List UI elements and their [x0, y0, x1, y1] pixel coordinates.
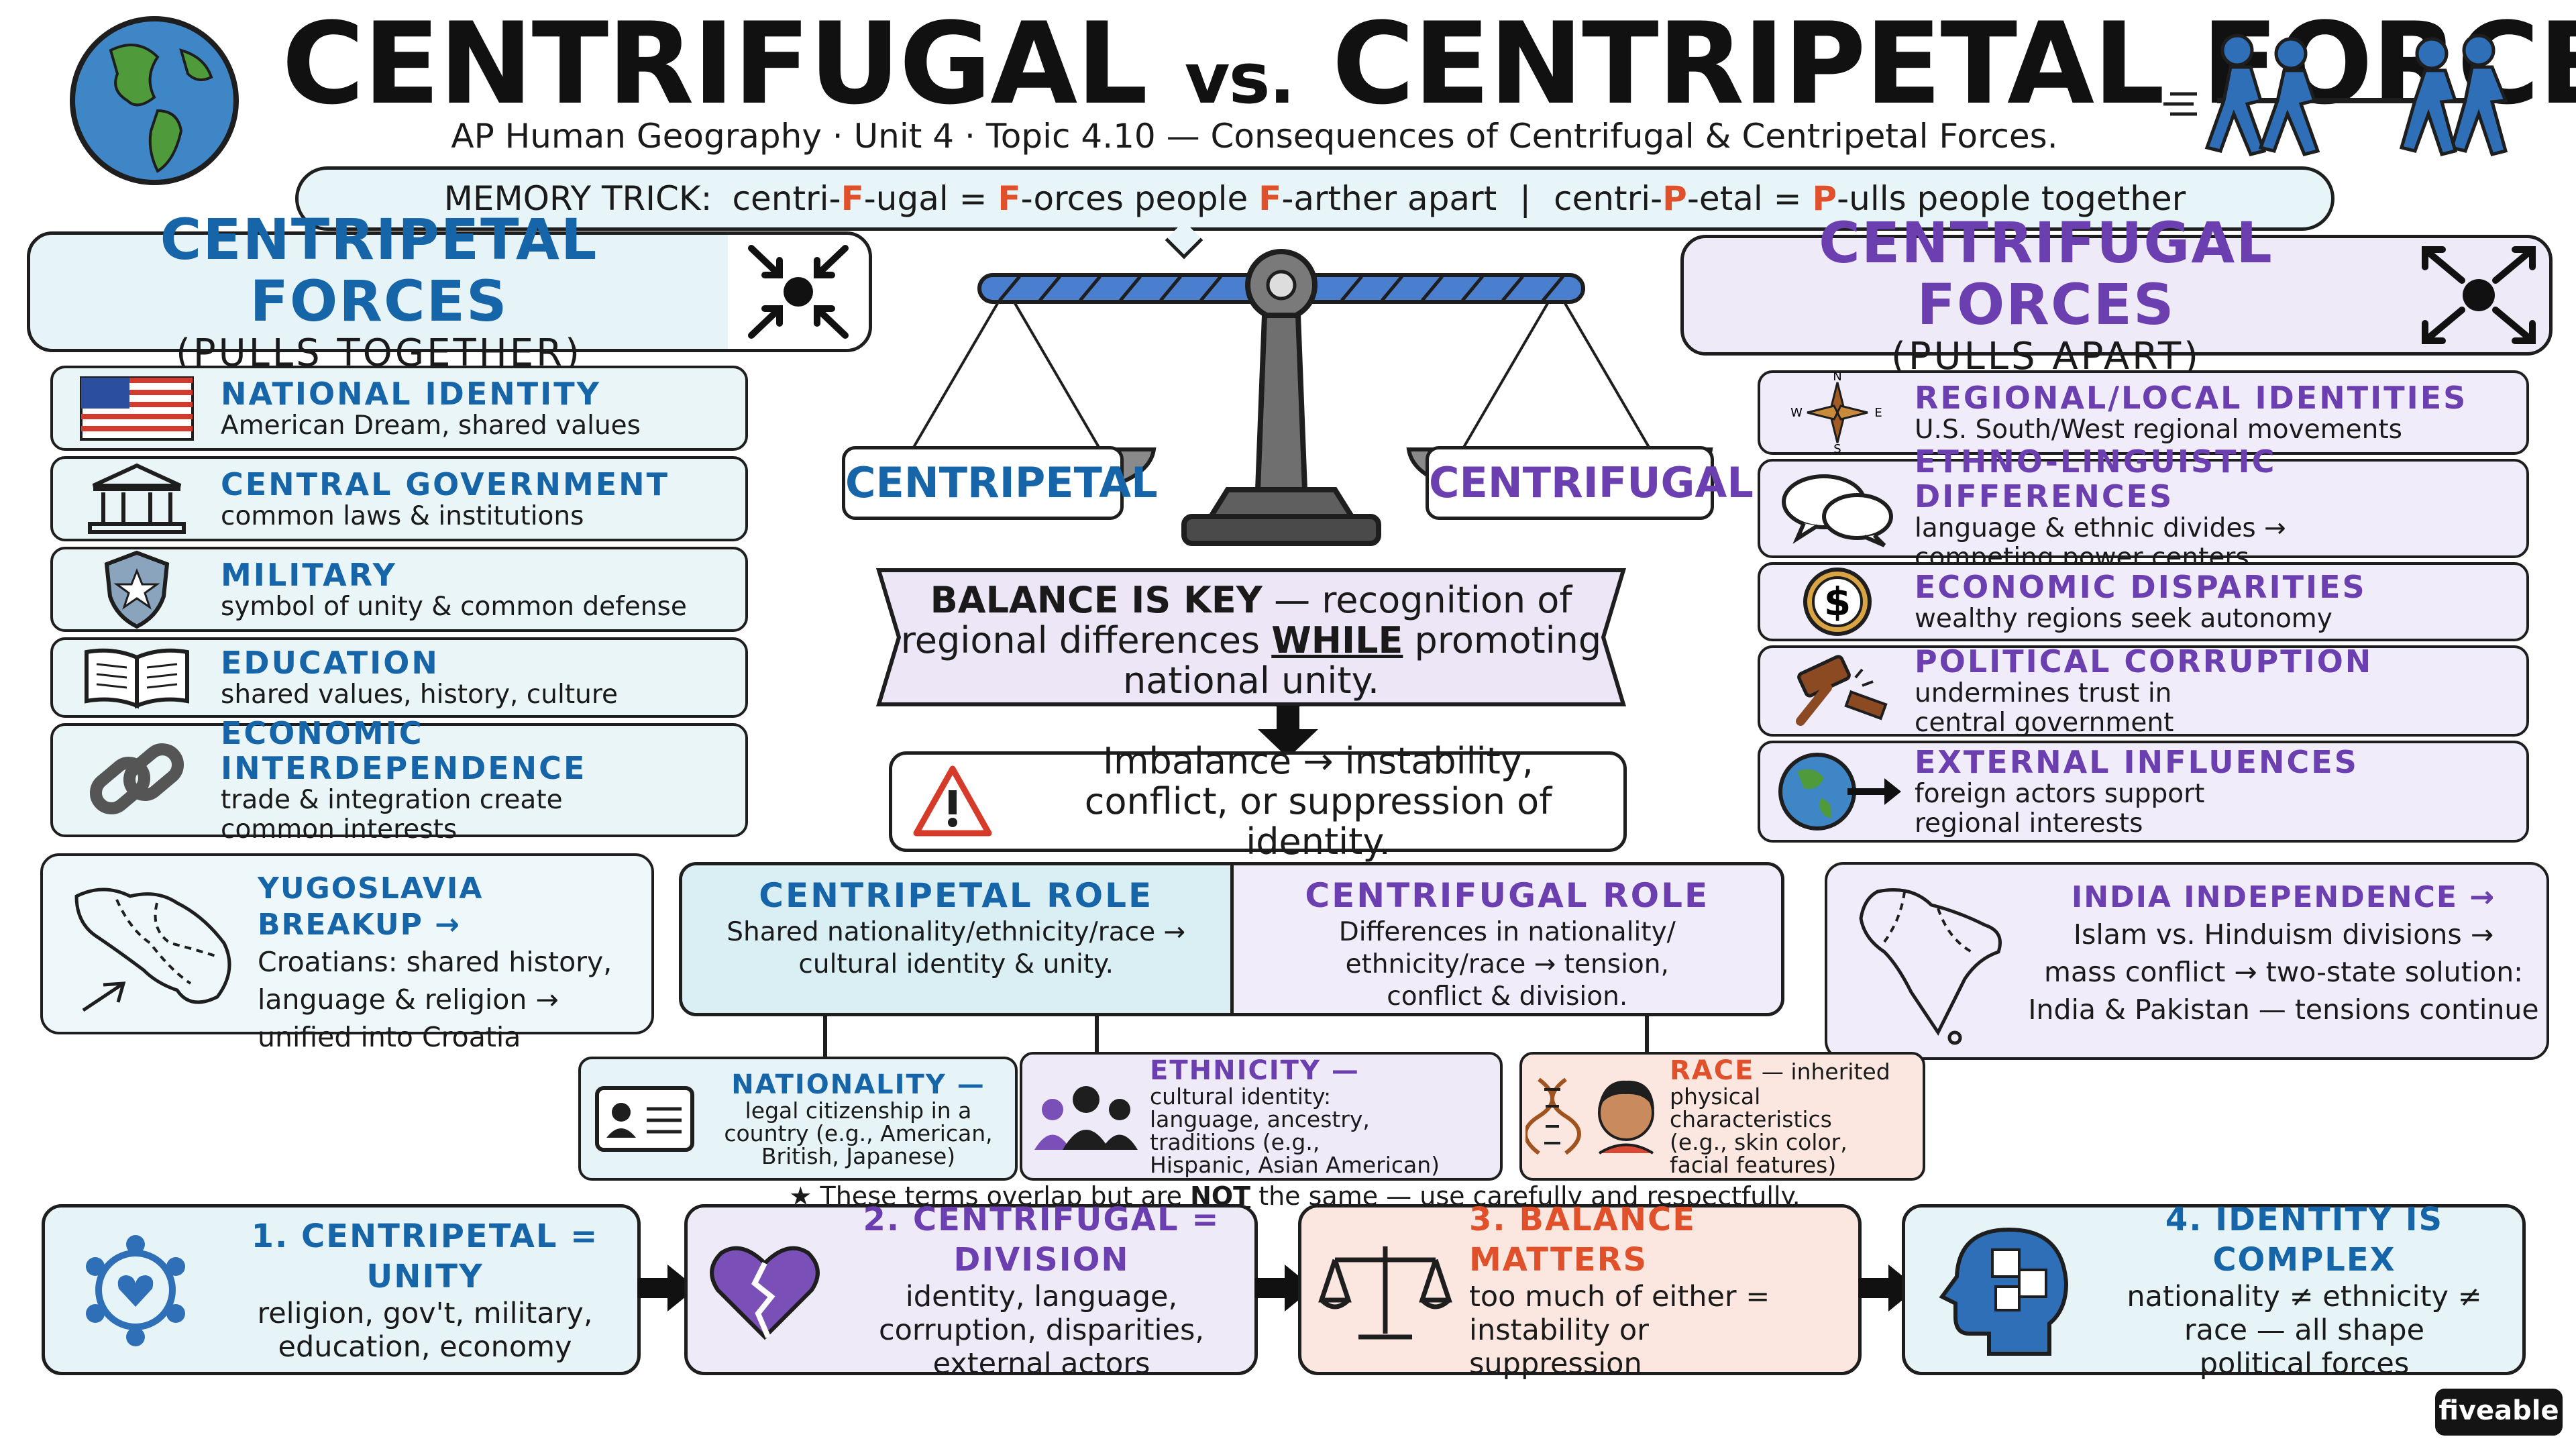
gavel-icon [1760, 648, 1915, 734]
warning-icon [892, 765, 1013, 839]
term-ethnicity: ETHNICITY — cultural identity: language,… [1020, 1052, 1503, 1181]
arrow-right-icon [637, 1261, 698, 1315]
government-building-icon [53, 459, 221, 539]
page-subtitle: AP Human Geography · Unit 4 · Topic 4.10… [451, 117, 2058, 156]
open-book-icon [53, 640, 221, 715]
centripetal-header: CENTRIPETAL FORCES (PULLS TOGETHER) [27, 209, 872, 375]
arrows-inward-icon [728, 235, 869, 349]
balance-is-key-banner: BALANCE IS KEY — recognition of regional… [865, 567, 1637, 708]
compass-s: S [1833, 442, 1841, 453]
svg-text:$: $ [1824, 579, 1851, 625]
down-arrow-icon [1251, 706, 1325, 759]
compass-n: N [1833, 372, 1841, 384]
id-card-icon [581, 1085, 708, 1152]
speech-bubbles-icon [1760, 462, 1915, 555]
centrifugal-title: CENTRIFUGAL FORCES [1819, 210, 2273, 337]
brand-logo: fiveable [2435, 1389, 2563, 1436]
arrows-outward-icon [2408, 238, 2549, 352]
compass-e: E [1874, 406, 1882, 420]
group-people-icon [1022, 1079, 1150, 1153]
compass-w: W [1790, 406, 1803, 420]
connector-lines [805, 1016, 1677, 1057]
centrifugal-role: CENTRIFUGAL ROLE Differences in national… [1233, 865, 1781, 1013]
centripetal-title: CENTRIPETAL FORCES [160, 207, 598, 334]
tug-of-war-icon [2157, 27, 2566, 161]
unity-circle-icon [45, 1230, 226, 1350]
scale-label-centripetal: CENTRIPETAL [842, 446, 1158, 520]
head-puzzle-icon [1905, 1223, 2100, 1357]
globe-icon [64, 10, 245, 191]
dna-face-icon [1522, 1073, 1670, 1160]
imbalance-warning: Imbalance → instability,conflict, or sup… [889, 741, 1627, 862]
roles-comparison: CENTRIPETAL ROLE Shared nationality/ethn… [679, 862, 1784, 1016]
case-yugoslavia: YUGOSLAVIA BREAKUP → Croatians: shared h… [40, 853, 654, 1053]
page-title: CENTRIFUGAL vs. CENTRIPETAL FORCES [282, 0, 2576, 129]
term-nationality: NATIONALITY — legal citizenship in a cou… [578, 1057, 1018, 1181]
chain-link-icon [53, 726, 221, 835]
scale-icon [1301, 1233, 1469, 1347]
us-flag-icon [53, 368, 221, 448]
broken-heart-icon [688, 1236, 842, 1344]
dollar-coin-icon: $ [1760, 565, 1915, 639]
india-map-icon [1837, 878, 2025, 1053]
centripetal-role: CENTRIPETAL ROLE Shared nationality/ethn… [682, 865, 1234, 1013]
globe-arrow-icon [1760, 743, 1915, 840]
case-india: INDIA INDEPENDENCE → Islam vs. Hinduism … [1825, 862, 2549, 1060]
compass-rose-icon: N S E W [1760, 372, 1915, 453]
scale-label-centrifugal: CENTRIFUGAL [1426, 446, 1754, 520]
memory-trick-banner: MEMORY TRICK: centri-F-ugal = F-orces pe… [295, 166, 2334, 231]
yugoslavia-map-icon [56, 869, 258, 1024]
shield-star-icon [53, 549, 221, 629]
centrifugal-header: CENTRIFUGAL FORCES (PULLS APART) [1680, 212, 2553, 378]
term-race: RACE — inherited physical characteristic… [1519, 1052, 1925, 1181]
